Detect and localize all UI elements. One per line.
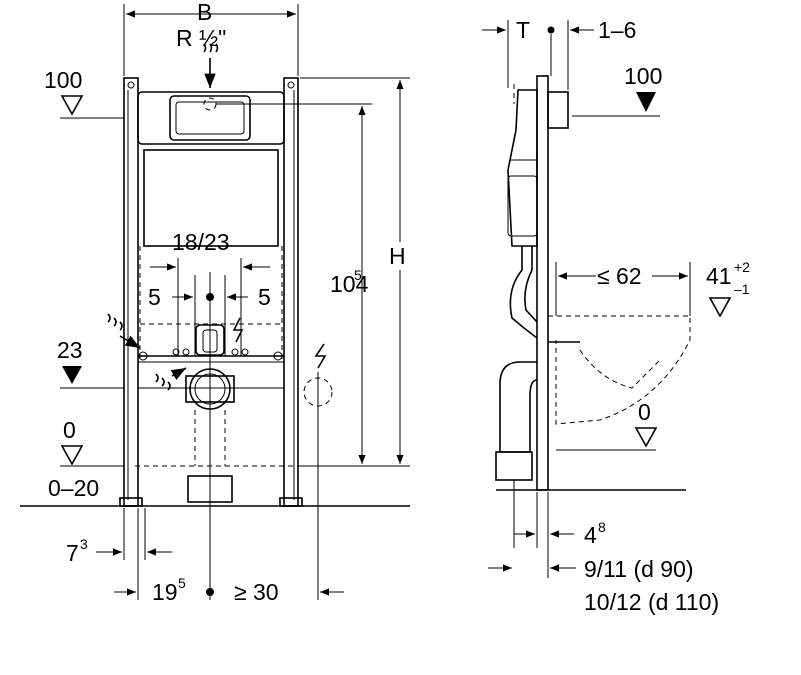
- height-sup: 5: [354, 267, 362, 283]
- cistern-top: [137, 91, 285, 145]
- dim-30-label: ≥ 30: [234, 579, 279, 605]
- side-frame: [536, 75, 549, 491]
- adjust-range-label: 1–6: [598, 17, 636, 43]
- side-drain-pipe: [499, 361, 538, 453]
- right-offset-label: 5: [258, 284, 271, 310]
- level-100-marker: [60, 95, 84, 116]
- side-drain-bend: [495, 451, 533, 481]
- dim-4-label: 4: [584, 522, 597, 548]
- projection-label: ≤ 62: [597, 263, 642, 289]
- left-frame-post: [123, 77, 139, 507]
- dim-7-label: 7: [66, 540, 79, 566]
- drain-pipe: [189, 368, 231, 410]
- cistern-body: [143, 149, 279, 247]
- left-offset-label: 5: [148, 284, 161, 310]
- drain-bend: [187, 475, 233, 503]
- level-23-label: 23: [57, 337, 83, 363]
- side-view: T 1–6 100 ≤ 62 41 +2 –1 0 4 8 9/11 (d 9: [482, 17, 750, 615]
- depth-label: T: [516, 17, 530, 43]
- spacing-label: 18/23: [172, 229, 230, 255]
- pipe-d110-label: 10/12 (d 110): [584, 589, 719, 615]
- side-level-100-label: 100: [624, 63, 662, 89]
- height-label: H: [389, 243, 406, 269]
- thread-label: R ½": [176, 25, 226, 51]
- seat-height-sup-bottom: –1: [734, 281, 750, 297]
- dim-7-sup: 3: [80, 536, 88, 552]
- pipe-d90-label: 9/11 (d 90): [584, 556, 694, 582]
- flush-connector: [195, 324, 225, 356]
- width-label: B: [197, 0, 212, 25]
- side-level-0-marker: [634, 427, 658, 448]
- seat-height-label: 41: [706, 263, 732, 289]
- water-supply-icon: [107, 313, 123, 331]
- right-frame-post: [283, 77, 299, 507]
- side-cistern: [507, 89, 538, 247]
- level-0-marker: [60, 445, 84, 466]
- side-level-100-marker: [636, 92, 656, 112]
- toilet-outline: [548, 315, 691, 425]
- electric-icon: [232, 317, 244, 343]
- side-level-0-label: 0: [638, 399, 651, 425]
- seat-height-marker: [708, 297, 732, 318]
- level-100-label: 100: [44, 67, 82, 93]
- dim-19-label: 19: [152, 579, 178, 605]
- height-value: 104: [330, 271, 369, 297]
- seat-height-sup-top: +2: [734, 259, 750, 275]
- level-0-label: 0: [63, 417, 76, 443]
- dim-19-sup: 5: [178, 575, 186, 591]
- socket-electric-icon: [314, 343, 327, 369]
- floor-range-label: 0–20: [48, 475, 99, 501]
- water-inlet-icon: [203, 43, 219, 53]
- level-23-marker: [62, 366, 82, 384]
- side-flush-plate: [547, 91, 569, 129]
- front-view: B R ½" 100 18/23 5 5: [20, 0, 412, 605]
- waste-icon: [155, 373, 171, 391]
- dim-4-sup: 8: [598, 519, 606, 535]
- flush-plate: [169, 95, 251, 141]
- flush-pipe: [509, 246, 538, 339]
